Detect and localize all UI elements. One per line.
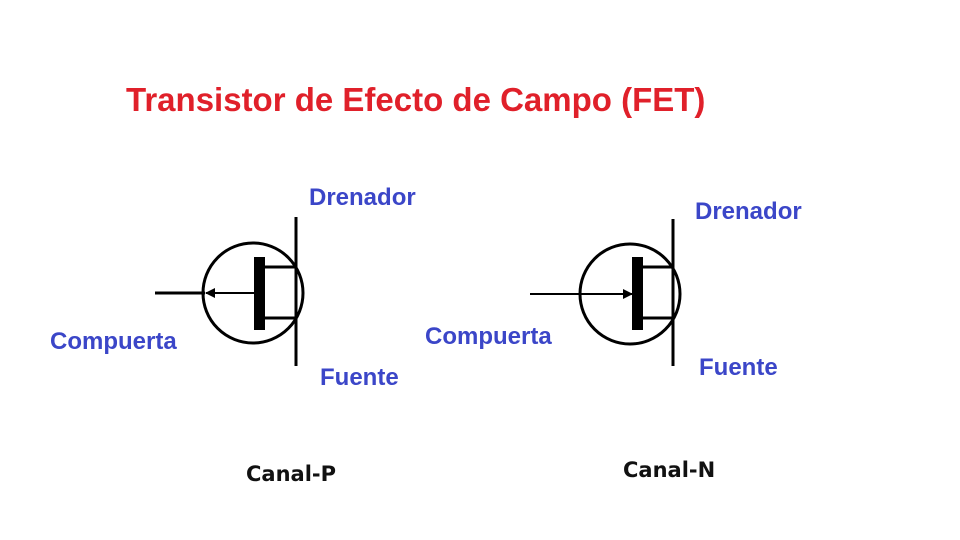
n-channel-caption: Canal-N: [623, 458, 716, 482]
n-channel-source-label: Fuente: [699, 354, 778, 381]
p-channel-bar: [254, 257, 265, 330]
n-channel-gate-label: Compuerta: [425, 323, 552, 350]
p-channel-source-label: Fuente: [320, 364, 399, 391]
p-channel-gate-label: Compuerta: [50, 328, 177, 355]
n-channel-bar: [632, 257, 643, 330]
n-channel-fet-symbol: [530, 219, 682, 366]
p-channel-caption: Canal-P: [246, 462, 337, 486]
diagram-title: Transistor de Efecto de Campo (FET): [126, 81, 706, 118]
p-channel-fet-symbol: [155, 217, 305, 366]
p-channel-drain-label: Drenador: [309, 184, 416, 211]
n-channel-drain-label: Drenador: [695, 198, 802, 225]
